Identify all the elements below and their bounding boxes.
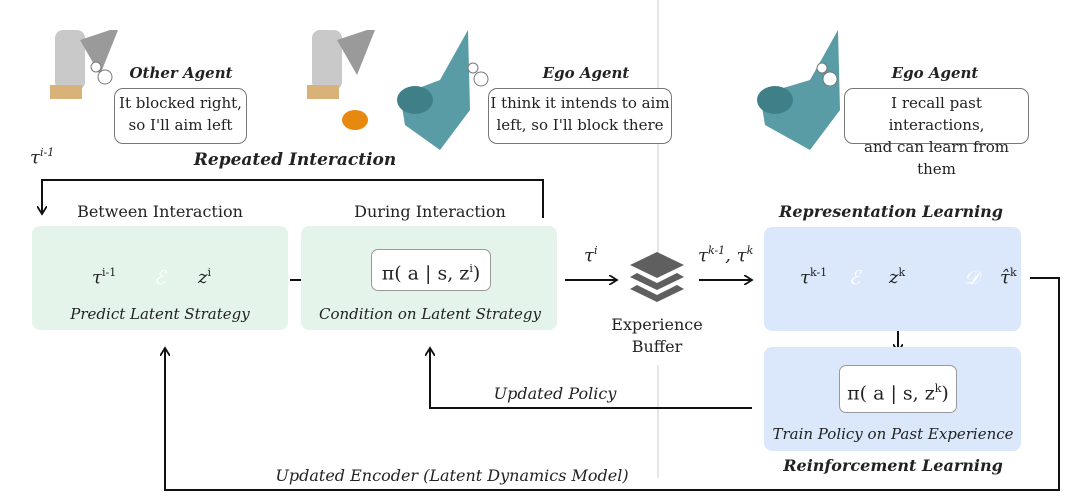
rep-output: τ̂k [1000, 266, 1017, 288]
rep-latent: zk [889, 266, 906, 288]
between-input: τi-1 [92, 266, 117, 288]
speech-bubble: I recall past interactions,and can learn… [844, 88, 1029, 178]
updated-policy-label: Updated Policy [493, 384, 617, 403]
updated-encoder-arrow [165, 277, 1060, 491]
during-caption: Condition on Latent Strategy [319, 305, 541, 323]
other-robot-icon [307, 30, 375, 130]
speech-line: left, so I'll block there [496, 116, 664, 134]
between-caption: Predict Latent Strategy [70, 305, 250, 323]
between-latent: zi [198, 266, 212, 288]
layers-icon [630, 252, 684, 302]
policy-box: π( a | s, zk) [839, 365, 957, 413]
puck-icon [342, 110, 368, 130]
agent-label: Ego Agent [542, 64, 630, 82]
other-robot-icon [50, 30, 118, 99]
speech-bubble: It blocked right, so I'll aim left [114, 88, 247, 144]
tau-prev: τi-1 [30, 146, 55, 168]
agent-label: Ego Agent [891, 64, 979, 82]
rep-input: τk-1 [800, 266, 828, 288]
during-title: During Interaction [354, 202, 506, 221]
speech-line: so I'll aim left [128, 116, 233, 134]
reinforcement-caption: Train Policy on Past Experience [772, 425, 1014, 443]
representation-title: Representation Learning [779, 202, 1003, 221]
policy-box: π( a | s, zi) [371, 249, 491, 291]
speech-line: It blocked right, [119, 94, 242, 112]
ego-robot-icon [757, 30, 840, 150]
encoder-symbol: ℰ [154, 267, 166, 289]
ego-robot-icon [397, 30, 489, 150]
updated-encoder-label: Updated Encoder (Latent Dynamics Model) [275, 466, 629, 485]
speech-line: I recall past interactions, [888, 94, 985, 134]
agent-label: Other Agent [129, 64, 233, 82]
repeated-interaction-label: Repeated Interaction [193, 150, 397, 170]
tau-in: τi [584, 244, 598, 266]
encoder-symbol: ℰ [849, 267, 861, 289]
updated-policy-arrow [430, 348, 752, 409]
reinforcement-title: Reinforcement Learning [783, 456, 1003, 475]
between-title: Between Interaction [77, 202, 243, 221]
representation-learning-box [764, 227, 1021, 331]
speech-line: I think it intends to aim [490, 94, 670, 112]
speech-bubble: I think it intends to aim left, so I'll b… [488, 88, 672, 144]
decoder-symbol: 𝒟 [964, 267, 980, 289]
tau-out: τk-1, τk [698, 244, 754, 266]
speech-line: and can learn from them [864, 138, 1009, 178]
between-interaction-box [32, 226, 288, 330]
repeated-interaction-arrow [42, 179, 544, 218]
